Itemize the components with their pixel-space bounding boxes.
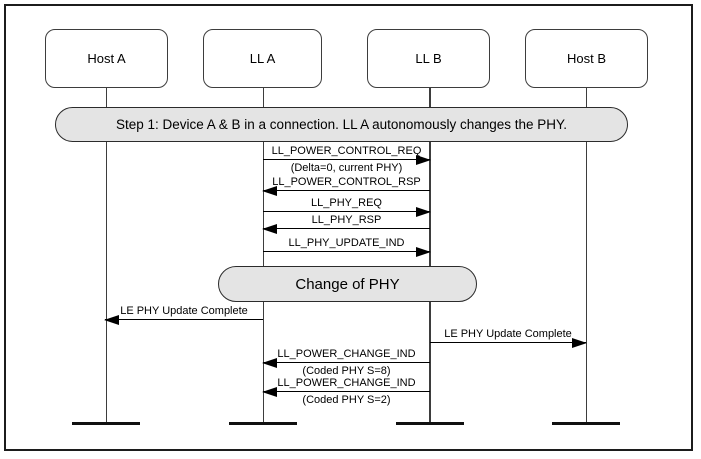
lifeline-end-ll-a [229, 422, 297, 425]
message-le-phy-update-complete-b: LE PHY Update Complete [430, 328, 587, 348]
arrow-right-icon [416, 155, 431, 165]
message-line [263, 155, 431, 165]
message-ll-power-control-rsp: LL_POWER_CONTROL_RSP [262, 176, 430, 196]
message-line [262, 224, 430, 234]
change-of-phy-label: Change of PHY [295, 275, 400, 293]
arrow-right-icon [572, 338, 587, 348]
participant-host-b-label: Host B [566, 51, 606, 66]
participant-ll-b: LL B [367, 29, 490, 88]
message-label: LL_PHY_UPDATE_IND [288, 237, 405, 249]
message-label: LL_POWER_CHANGE_IND [277, 348, 416, 360]
arrow-right-icon [416, 207, 431, 217]
message-ll-phy-update-ind: LL_PHY_UPDATE_IND [263, 237, 431, 257]
lifeline-host-a [105, 88, 107, 424]
lifeline-end-ll-b [396, 422, 464, 425]
participant-ll-b-label: LL B [415, 51, 442, 66]
message-line [104, 315, 263, 325]
message-ll-power-change-ind-s8: LL_POWER_CHANGE_IND (Coded PHY S=8) [262, 348, 430, 378]
message-ll-phy-req: LL_PHY_REQ [263, 197, 431, 217]
participant-ll-a-label: LL A [249, 51, 276, 66]
participant-host-a-label: Host A [87, 51, 126, 66]
message-le-phy-update-complete-a: LE PHY Update Complete [104, 305, 263, 325]
arrow-left-icon [262, 387, 277, 397]
message-sublabel: (Coded PHY S=8) [302, 365, 391, 377]
message-line [263, 207, 431, 217]
lifeline-end-host-a [72, 422, 140, 425]
message-line [263, 247, 431, 257]
message-line [262, 186, 430, 196]
arrow-left-icon [104, 315, 119, 325]
message-ll-power-control-req: LL_POWER_CONTROL_REQ (Delta=0, current P… [263, 145, 431, 175]
step-banner-label: Step 1: Device A & B in a connection. LL… [115, 117, 568, 132]
arrow-left-icon [262, 358, 277, 368]
arrow-right-icon [416, 247, 431, 257]
arrow-left-icon [262, 186, 277, 196]
message-label: LL_POWER_CHANGE_IND [277, 377, 416, 389]
participant-ll-a: LL A [203, 29, 322, 88]
message-line [430, 338, 587, 348]
message-sublabel: (Coded PHY S=2) [302, 394, 391, 406]
message-sublabel: (Delta=0, current PHY) [290, 162, 403, 174]
message-label: LE PHY Update Complete [120, 305, 248, 317]
message-ll-power-change-ind-s2: LL_POWER_CHANGE_IND (Coded PHY S=2) [262, 377, 430, 407]
message-line [262, 358, 430, 368]
change-of-phy-note: Change of PHY [218, 266, 477, 302]
message-label: LL_POWER_CONTROL_RSP [272, 176, 421, 188]
message-label: LL_POWER_CONTROL_REQ [271, 145, 422, 157]
message-label: LL_PHY_RSP [311, 214, 382, 226]
lifeline-host-b [585, 88, 587, 424]
message-label: LE PHY Update Complete [444, 328, 572, 340]
participant-host-a: Host A [45, 29, 168, 88]
lifeline-ll-a [262, 88, 264, 424]
message-ll-phy-rsp: LL_PHY_RSP [262, 214, 430, 234]
participant-host-b: Host B [525, 29, 648, 88]
message-label: LL_PHY_REQ [311, 197, 382, 209]
step-banner: Step 1: Device A & B in a connection. LL… [55, 107, 628, 142]
arrow-left-icon [262, 224, 277, 234]
lifeline-end-host-b [552, 422, 620, 425]
message-line [262, 387, 430, 397]
